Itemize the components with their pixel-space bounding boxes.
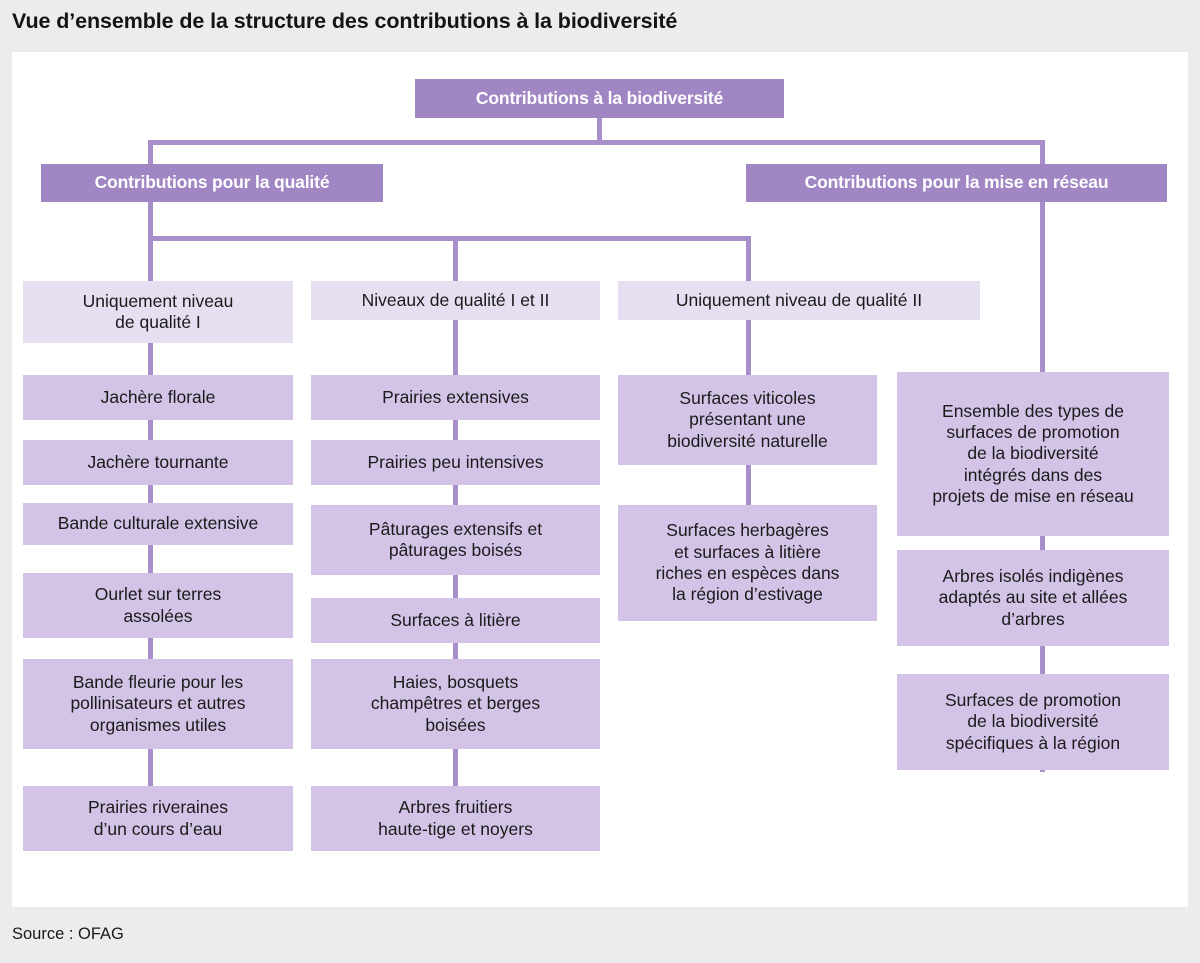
col1-item-2-label: Bande culturale extensive (57, 513, 259, 534)
col4-item-0-label: Ensemble des types de surfaces de promot… (932, 400, 1134, 507)
connector-col1-stem (148, 236, 153, 281)
node-branch-reseau[interactable]: Contributions pour la mise en réseau (746, 164, 1167, 202)
col2-item-0[interactable]: Prairies extensives (311, 375, 600, 420)
connector-col2-stem (453, 236, 458, 281)
col4-item-1[interactable]: Arbres isolés indigènes adaptés au site … (897, 550, 1169, 646)
source-note: Source : OFAG (12, 925, 124, 943)
col2-item-5-label: Arbres fruitiers haute-tige et noyers (378, 797, 533, 839)
col1-item-5[interactable]: Prairies riveraines d’un cours d’eau (23, 786, 293, 851)
col1-item-3[interactable]: Ourlet sur terres assolées (23, 573, 293, 638)
col1-item-0[interactable]: Jachère florale (23, 375, 293, 420)
col3-item-1-label: Surfaces herbagères et surfaces à litièr… (655, 520, 840, 605)
col2-item-1[interactable]: Prairies peu intensives (311, 440, 600, 485)
col1-item-4[interactable]: Bande fleurie pour les pollinisateurs et… (23, 659, 293, 749)
col1-header[interactable]: Uniquement niveau de qualité I (23, 281, 293, 343)
connector-branch-reseau-stem (1040, 140, 1045, 372)
col1-item-5-label: Prairies riveraines d’un cours d’eau (87, 797, 229, 839)
connector-col1-spine (148, 281, 153, 851)
node-branch-reseau-label: Contributions pour la mise en réseau (804, 172, 1109, 193)
col1-item-1-label: Jachère tournante (87, 451, 229, 472)
col2-item-3[interactable]: Surfaces à litière (311, 598, 600, 643)
connector-level1-horizontal (148, 140, 1045, 145)
col3-item-0[interactable]: Surfaces viticoles présentant une biodiv… (618, 375, 877, 465)
col1-item-4-label: Bande fleurie pour les pollinisateurs et… (70, 671, 246, 735)
col4-item-0[interactable]: Ensemble des types de surfaces de promot… (897, 372, 1169, 536)
col2-item-5[interactable]: Arbres fruitiers haute-tige et noyers (311, 786, 600, 851)
col4-item-1-label: Arbres isolés indigènes adaptés au site … (938, 565, 1128, 629)
col2-item-4-label: Haies, bosquets champêtres et berges boi… (370, 671, 541, 735)
node-root-label: Contributions à la biodiversité (475, 87, 724, 108)
col1-item-2[interactable]: Bande culturale extensive (23, 503, 293, 545)
col3-header-label: Uniquement niveau de qualité II (675, 289, 923, 310)
page-title: Vue d’ensemble de la structure des contr… (12, 9, 678, 33)
col3-header[interactable]: Uniquement niveau de qualité II (618, 281, 980, 320)
col2-item-1-label: Prairies peu intensives (367, 451, 544, 472)
connector-root-stem (597, 117, 602, 142)
node-root[interactable]: Contributions à la biodiversité (415, 79, 784, 118)
col4-item-2[interactable]: Surfaces de promotion de la biodiversité… (897, 674, 1169, 770)
connector-col3-stem (746, 236, 751, 281)
node-branch-qualite[interactable]: Contributions pour la qualité (41, 164, 383, 202)
col1-item-0-label: Jachère florale (100, 386, 216, 407)
col3-item-1[interactable]: Surfaces herbagères et surfaces à litièr… (618, 505, 877, 621)
col2-item-3-label: Surfaces à litière (390, 609, 521, 630)
col2-item-0-label: Prairies extensives (382, 386, 529, 407)
node-branch-qualite-label: Contributions pour la qualité (94, 172, 330, 193)
col1-header-label: Uniquement niveau de qualité I (82, 290, 234, 332)
col2-item-2[interactable]: Pâturages extensifs et pâturages boisés (311, 505, 600, 575)
col1-item-1[interactable]: Jachère tournante (23, 440, 293, 485)
col1-item-3-label: Ourlet sur terres assolées (94, 584, 222, 626)
col2-header[interactable]: Niveaux de qualité I et II (311, 281, 600, 320)
col2-header-label: Niveaux de qualité I et II (361, 289, 550, 310)
connector-level2-horizontal (148, 236, 751, 241)
col2-item-2-label: Pâturages extensifs et pâturages boisés (368, 518, 543, 560)
col2-item-4[interactable]: Haies, bosquets champêtres et berges boi… (311, 659, 600, 749)
col3-item-0-label: Surfaces viticoles présentant une biodiv… (667, 387, 828, 451)
col4-item-2-label: Surfaces de promotion de la biodiversité… (944, 689, 1122, 753)
